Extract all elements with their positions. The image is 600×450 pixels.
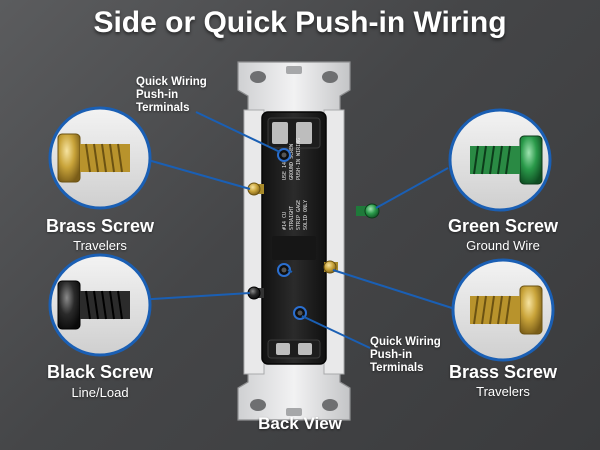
marking-text: #14 CU bbox=[282, 212, 288, 230]
green-screw-role: Ground Wire bbox=[466, 238, 540, 253]
marking-text: STRAIGHT bbox=[289, 206, 295, 230]
callout-lines bbox=[135, 111, 453, 349]
green-screw-title: Green Screw bbox=[447, 216, 559, 236]
side-rail-left bbox=[243, 109, 265, 375]
black-screw-title: Black Screw bbox=[46, 362, 154, 382]
brass-screw-small-left bbox=[247, 182, 264, 196]
brass-screw-left-title: Brass Screw bbox=[45, 216, 155, 236]
green-screw-zoom bbox=[448, 108, 552, 212]
brass-screw-left-role: Travelers bbox=[73, 238, 127, 253]
black-screw-zoom bbox=[48, 253, 152, 357]
marking-text: SOLID ONLY bbox=[303, 200, 309, 230]
push-in-label-line: Quick Wiring bbox=[370, 336, 441, 348]
push-in-label-line: Terminals bbox=[370, 362, 424, 374]
push-in-label-line: Terminals bbox=[136, 102, 190, 114]
black-screw-small bbox=[247, 286, 264, 300]
push-in-label-line: Quick Wiring bbox=[136, 76, 207, 88]
push-in-label-line: Push-in bbox=[370, 349, 413, 361]
push-in-hole-top bbox=[277, 148, 291, 162]
brass-screw-right-role: Travelers bbox=[476, 384, 530, 399]
push-in-label-bottom: Quick Wiring Push-in Terminals bbox=[370, 336, 441, 375]
brass-screw-right-title: Brass Screw bbox=[448, 362, 558, 382]
brass-screw-zoom-right bbox=[451, 258, 555, 362]
back-view-caption: Back View bbox=[258, 414, 342, 433]
green-screw-small bbox=[356, 203, 380, 219]
marking-text: GROUND SCREW bbox=[289, 143, 295, 180]
black-screw-role: Line/Load bbox=[71, 385, 129, 400]
push-in-label-top: Quick Wiring Push-in Terminals bbox=[136, 76, 207, 115]
marking-text: USE 14 AWG bbox=[282, 150, 288, 180]
brass-screw-zoom-left bbox=[48, 106, 152, 210]
marking-text: STRIP GAGE bbox=[296, 200, 302, 230]
device-markings: #14 CU STRAIGHT STRIP GAGE SOLID ONLY US… bbox=[282, 138, 309, 230]
marking-text: PUSH-IN WIRING bbox=[296, 138, 302, 180]
page-title: Side or Quick Push-in Wiring bbox=[93, 6, 507, 39]
push-in-label-line: Push-in bbox=[136, 89, 179, 101]
switch-body bbox=[261, 111, 327, 365]
